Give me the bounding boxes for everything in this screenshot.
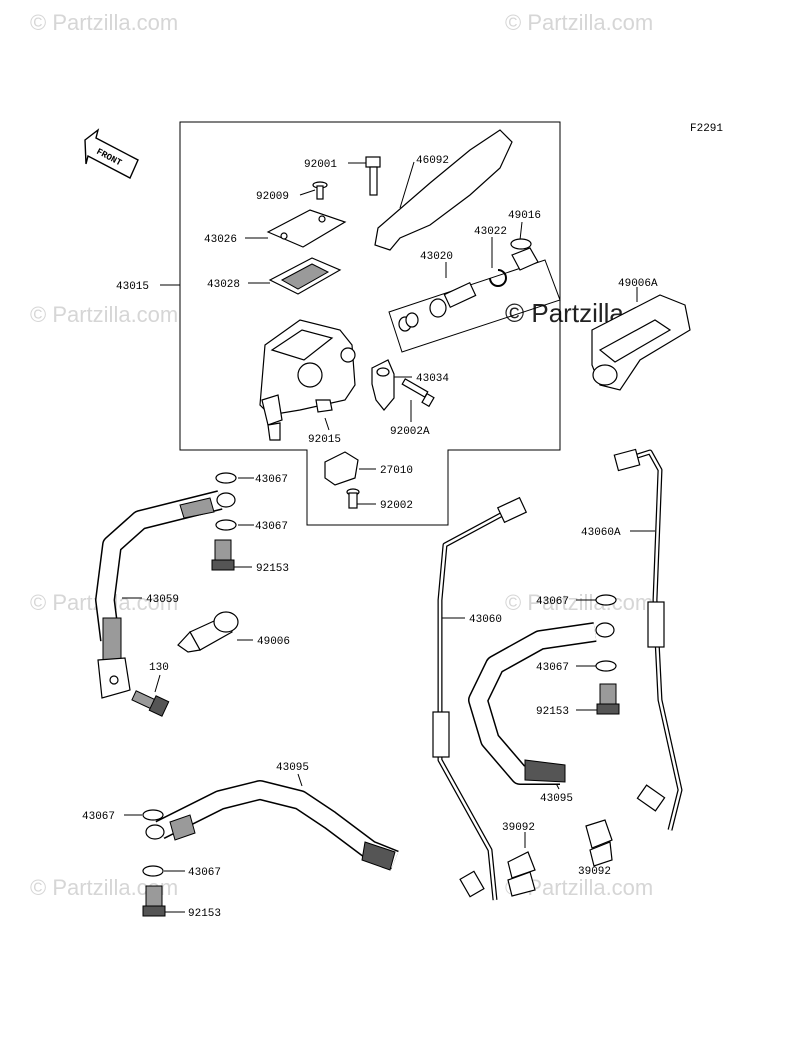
watermark-top-left: © Partzilla.com xyxy=(30,10,178,35)
label-49006A: 49006A xyxy=(618,278,658,290)
part-switch-27010 xyxy=(324,451,359,486)
washer-43067-f xyxy=(142,865,164,877)
bolt-92153-a xyxy=(211,539,235,571)
watermark-lower-right: © Partzilla.com xyxy=(505,590,653,615)
label-92009: 92009 xyxy=(256,191,289,203)
part-bolt-92002A xyxy=(401,378,435,408)
part-diaphragm-43028 xyxy=(268,257,342,295)
label-43067-a: 43067 xyxy=(255,474,288,486)
watermark-mid-left: © Partzilla.com xyxy=(30,302,178,327)
label-43020: 43020 xyxy=(420,251,453,263)
label-43067-d: 43067 xyxy=(536,662,569,674)
label-49016: 49016 xyxy=(508,210,541,222)
label-92015: 92015 xyxy=(308,434,341,446)
label-43095-a: 43095 xyxy=(276,762,309,774)
label-92002: 92002 xyxy=(380,500,413,512)
washer-43067-e xyxy=(142,809,164,821)
part-cap-43026 xyxy=(266,209,347,248)
label-130: 130 xyxy=(149,662,169,674)
washer-43067-d xyxy=(595,660,617,672)
part-cap-49006 xyxy=(177,611,239,653)
front-arrow-icon: FRONT xyxy=(84,128,139,179)
piston-kit-outline xyxy=(388,259,561,353)
part-boot-49016 xyxy=(510,238,539,271)
label-43015: 43015 xyxy=(116,281,149,293)
part-number-labels: 92001 46092 92009 49016 43022 43026 4302… xyxy=(82,155,658,920)
pipe-43060A xyxy=(613,448,683,831)
part-master-cylinder-body xyxy=(259,319,356,441)
label-43022: 43022 xyxy=(474,226,507,238)
label-43060A: 43060A xyxy=(581,527,621,539)
leader-lines xyxy=(122,161,655,913)
part-lever-46092 xyxy=(374,129,513,251)
hose-43095-right xyxy=(468,622,615,785)
clamp-39092-b xyxy=(585,819,613,867)
label-43034: 43034 xyxy=(416,373,449,385)
part-screw-92015 xyxy=(315,399,333,413)
label-43067-f: 43067 xyxy=(188,867,221,879)
hose-43059 xyxy=(95,490,236,699)
label-39092-b: 39092 xyxy=(578,866,611,878)
label-92153-b: 92153 xyxy=(536,706,569,718)
label-92153-a: 92153 xyxy=(256,563,289,575)
hose-43095-bottom xyxy=(145,780,399,871)
part-screw-92009 xyxy=(312,181,328,200)
label-43060: 43060 xyxy=(469,614,502,626)
part-screw-92002 xyxy=(346,488,360,509)
label-43095-b: 43095 xyxy=(540,793,573,805)
part-bolt-92001 xyxy=(365,156,381,196)
label-39092-a: 39092 xyxy=(502,822,535,834)
pipe-43060 xyxy=(432,496,528,901)
washer-43067-b xyxy=(215,519,237,531)
label-43067-e: 43067 xyxy=(82,811,115,823)
master-cylinder-assembly-outline xyxy=(179,121,561,526)
bolt-92153-b xyxy=(596,683,620,715)
label-43067-b: 43067 xyxy=(255,521,288,533)
label-49006: 49006 xyxy=(257,636,290,648)
label-92002A: 92002A xyxy=(390,426,430,438)
label-43067-c: 43067 xyxy=(536,596,569,608)
label-27010: 27010 xyxy=(380,465,413,477)
label-43028: 43028 xyxy=(207,279,240,291)
label-43059: 43059 xyxy=(146,594,179,606)
label-92001: 92001 xyxy=(304,159,337,171)
watermark-top-right: © Partzilla.com xyxy=(505,10,653,35)
label-43026: 43026 xyxy=(204,234,237,246)
part-piston-kit-43020 xyxy=(398,281,477,332)
figure-code: F2291 xyxy=(690,123,723,135)
part-guard-49006A xyxy=(591,294,691,391)
watermarks: © Partzilla.com © Partzilla.com © Partzi… xyxy=(30,10,680,900)
label-46092: 46092 xyxy=(416,155,449,167)
label-92153-c: 92153 xyxy=(188,908,221,920)
clamp-39092-a xyxy=(507,851,536,897)
washer-43067-a xyxy=(215,472,237,484)
part-circlip-43022 xyxy=(489,269,507,287)
part-bolt-130 xyxy=(131,690,170,717)
part-holder-43034 xyxy=(371,359,395,411)
bolt-92153-c xyxy=(142,885,166,917)
washer-43067-c xyxy=(595,594,617,606)
